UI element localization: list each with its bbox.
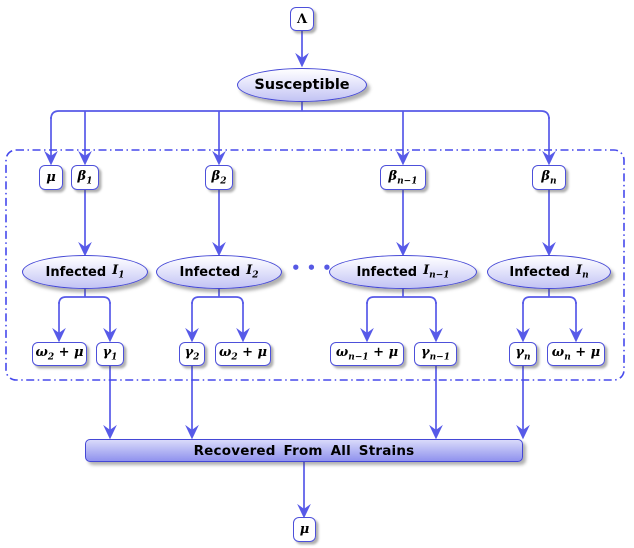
node-omega-2-mu-right: ω2 + μ <box>215 342 271 366</box>
infected-1-word: Infected <box>45 264 107 280</box>
node-susceptible: Susceptible <box>237 68 367 102</box>
node-lambda: Λ <box>290 7 314 31</box>
beta-n-1-label: βn−1 <box>388 168 418 187</box>
node-beta-n: βn <box>532 165 566 190</box>
strains-dashed-region <box>5 149 625 381</box>
node-beta-n-1: βn−1 <box>380 165 426 190</box>
infected-2-symbol: I2 <box>246 263 259 281</box>
infected-1-symbol: I1 <box>112 263 125 281</box>
infected-n-1-symbol: In−1 <box>423 263 450 281</box>
lambda-label: Λ <box>296 11 308 27</box>
node-mu-exit-susceptible: μ <box>39 165 63 190</box>
recovered-label: Recovered From All Strains <box>193 442 415 459</box>
node-infected-1: Infected I1 <box>22 255 148 289</box>
node-infected-2: Infected I2 <box>156 255 282 289</box>
node-gamma-n-1: γn−1 <box>414 342 457 366</box>
infected-n-symbol: In <box>575 263 589 281</box>
beta-n-label: βn <box>541 168 557 187</box>
susceptible-label: Susceptible <box>254 77 350 93</box>
gamma-2-label: γ2 <box>184 345 200 363</box>
arrows <box>44 31 583 519</box>
node-infected-n-1: Infected In−1 <box>329 255 477 289</box>
ellipsis-dots: ••• <box>291 259 338 277</box>
node-gamma-1: γ1 <box>96 342 124 366</box>
node-gamma-n: γn <box>509 342 537 366</box>
gamma-n-label: γn <box>515 345 531 363</box>
node-recovered: Recovered From All Strains <box>85 439 523 462</box>
node-omega-2-mu-left: ω2 + μ <box>32 342 87 366</box>
mu-bottom-label: μ <box>299 522 310 537</box>
node-omega-n-1-mu: ωn−1 + μ <box>330 342 404 366</box>
node-omega-n-mu: ωn + μ <box>547 342 605 366</box>
gamma-1-label: γ1 <box>102 345 118 363</box>
node-mu-exit-recovered: μ <box>293 517 316 542</box>
omega-n-mu-label: ωn + μ <box>551 345 601 363</box>
node-gamma-2: γ2 <box>179 342 205 366</box>
beta-1-label: β1 <box>77 168 93 187</box>
omega-2-mu-left-label: ω2 + μ <box>35 345 84 363</box>
infected-2-word: Infected <box>179 264 241 280</box>
beta-2-label: β2 <box>211 168 227 187</box>
node-infected-n: Infected In <box>487 255 611 289</box>
infected-n-word: Infected <box>509 264 570 280</box>
omega-2-mu-right-label: ω2 + μ <box>218 345 268 363</box>
mu-label: μ <box>46 170 56 185</box>
omega-n-1-mu-label: ωn−1 + μ <box>335 345 399 363</box>
gamma-n-1-label: γn−1 <box>421 345 450 363</box>
node-beta-2: β2 <box>205 165 233 190</box>
node-beta-1: β1 <box>71 165 99 190</box>
infected-n-1-word: Infected <box>356 264 418 280</box>
